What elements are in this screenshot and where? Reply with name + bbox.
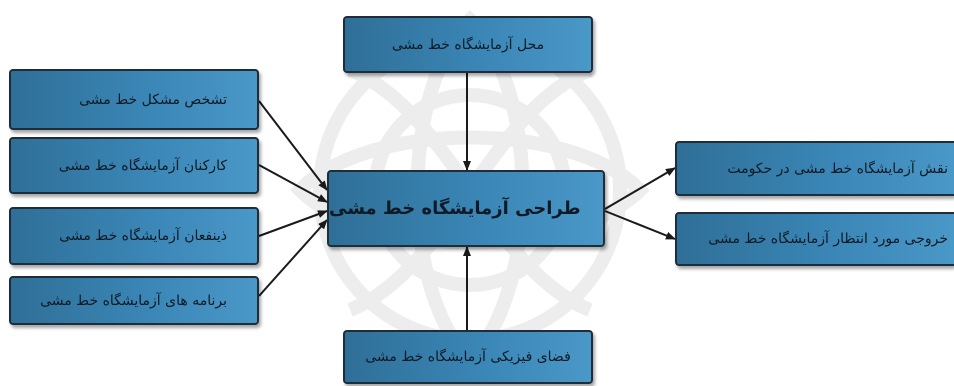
node-right-2-label: خروجی مورد انتظار آزمایشگاه خط مشی	[708, 231, 948, 247]
node-left-1-label: تشخص مشکل خط مشی	[79, 91, 227, 108]
node-left-3: ذینفعان آزمایشگاه خط مشی	[9, 207, 259, 265]
connectors	[258, 73, 676, 330]
node-left-1: تشخص مشکل خط مشی	[9, 69, 259, 130]
node-left-4-label: برنامه های آزمایشگاه خط مشی	[40, 292, 227, 309]
node-right-1: نقش آزمایشگاه خط مشی در حکومت	[675, 141, 954, 196]
arrow-left4-to-center	[258, 219, 328, 297]
arrow-left3-to-center	[258, 210, 328, 237]
node-top-label: محل آزمایشگاه خط مشی	[391, 36, 545, 53]
node-center: طراحی آزمایشگاه خط مشی	[327, 170, 605, 247]
node-center-label: طراحی آزمایشگاه خط مشی	[329, 198, 581, 219]
node-right-1-label: نقش آزمایشگاه خط مشی در حکومت	[727, 160, 948, 177]
arrow-left1-to-center	[258, 100, 328, 191]
node-left-4: برنامه های آزمایشگاه خط مشی	[9, 276, 259, 325]
node-left-2: کارکنان آزمایشگاه خط مشی	[9, 137, 259, 194]
node-left-3-label: ذینفعان آزمایشگاه خط مشی	[59, 228, 227, 244]
arrow-center-to-right1	[604, 167, 676, 210]
arrow-left2-to-center	[258, 164, 328, 203]
node-bottom: فضای فیزیکی آزمایشگاه خط مشی	[343, 330, 593, 384]
node-bottom-label: فضای فیزیکی آزمایشگاه خط مشی	[365, 349, 571, 365]
node-left-2-label: کارکنان آزمایشگاه خط مشی	[58, 157, 227, 174]
node-top: محل آزمایشگاه خط مشی	[343, 16, 593, 73]
node-right-2: خروجی مورد انتظار آزمایشگاه خط مشی	[675, 212, 954, 266]
arrow-center-to-right2	[604, 210, 676, 240]
